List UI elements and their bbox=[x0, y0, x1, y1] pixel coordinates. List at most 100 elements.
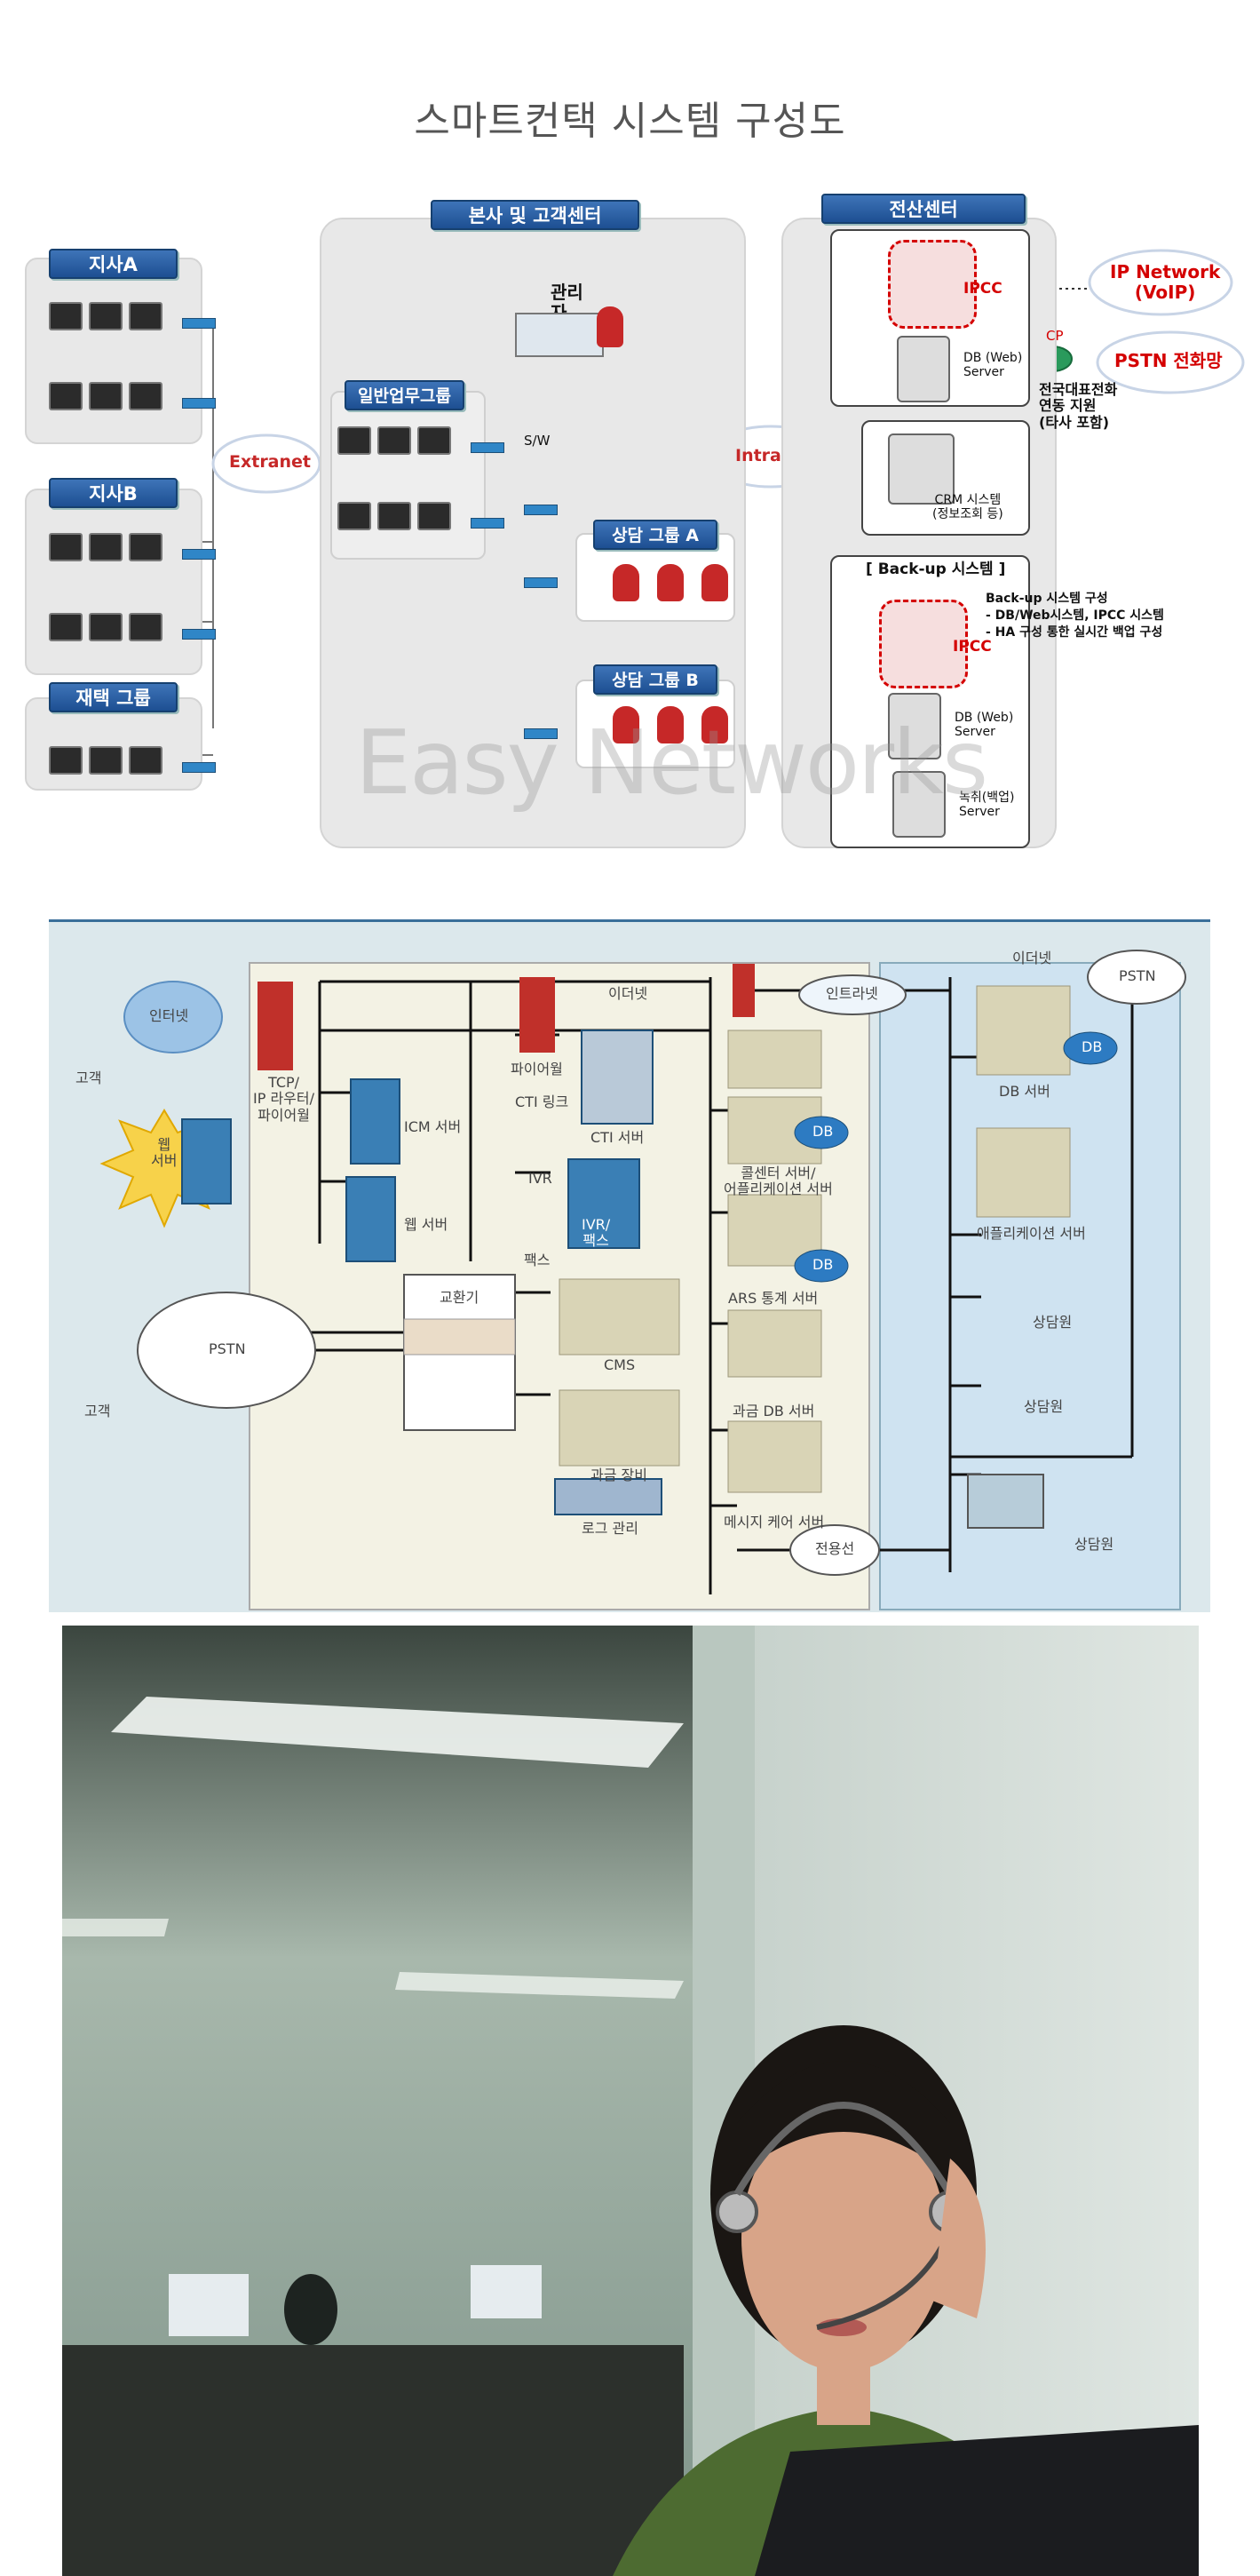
agent-icon bbox=[701, 706, 728, 743]
web-server2-icon bbox=[345, 1176, 396, 1262]
callcenter-server-label: 콜센터 서버/ 어플리케이션 서버 bbox=[724, 1165, 833, 1198]
log-server-icon bbox=[554, 1478, 662, 1515]
db-server-icon bbox=[897, 336, 950, 402]
branch-a-panel bbox=[25, 258, 202, 444]
branch-b-title: 지사B bbox=[49, 478, 178, 508]
workstation-icon bbox=[337, 426, 371, 455]
web-server-label: 웹 서버 bbox=[151, 1136, 178, 1170]
general-group-box bbox=[330, 391, 486, 560]
cti-server-icon bbox=[581, 1030, 654, 1125]
switch-icon bbox=[524, 728, 558, 739]
workstation-icon bbox=[417, 502, 451, 530]
agent-label-2: 상담원 bbox=[1024, 1398, 1064, 1415]
pstn-cloud bbox=[1096, 330, 1245, 394]
icm-server-icon bbox=[350, 1078, 400, 1165]
backup-title: [ Back-up 시스템 ] bbox=[866, 561, 1006, 578]
ethernet-label: 이더넷 bbox=[608, 985, 648, 1002]
agent-icon bbox=[613, 706, 639, 743]
workstation-icon bbox=[129, 533, 162, 561]
agent-icon bbox=[657, 564, 684, 601]
app-server-label: 애플리케이션 서버 bbox=[977, 1225, 1086, 1242]
cti-server-label: CTI 서버 bbox=[590, 1129, 645, 1146]
backup-db-label: DB (Web) Server bbox=[955, 711, 1014, 740]
db-server-label: DB (Web) Server bbox=[963, 351, 1023, 380]
branch-a-title: 지사A bbox=[49, 249, 178, 279]
internet-cloud bbox=[123, 981, 223, 1053]
workstation-icon bbox=[377, 502, 411, 530]
page-title: 스마트컨택 시스템 구성도 bbox=[414, 99, 846, 144]
crm-label: CRM 시스템 (정보조회 등) bbox=[932, 493, 1003, 522]
exchange-label: 교환기 bbox=[440, 1289, 479, 1306]
ars-server-label: ARS 통계 서버 bbox=[728, 1290, 819, 1307]
switch-icon bbox=[182, 629, 216, 640]
extranet-label: Extranet bbox=[229, 452, 312, 472]
pstn-right-label: PSTN bbox=[1119, 967, 1156, 984]
db-label-3: DB bbox=[1082, 1038, 1103, 1055]
workstation-icon bbox=[89, 382, 123, 410]
firewall-icon-left bbox=[258, 982, 293, 1070]
workstation-icon bbox=[89, 302, 123, 330]
switch-icon bbox=[471, 442, 504, 453]
message-server-label: 메시지 케어 서버 bbox=[724, 1514, 825, 1530]
web-server2-label: 웹 서버 bbox=[404, 1216, 448, 1233]
switch-icon bbox=[182, 398, 216, 409]
switch-icon bbox=[524, 577, 558, 588]
db-label-1: DB bbox=[812, 1123, 834, 1140]
tcp-router-label: TCP/ IP 라우터/ 파이어월 bbox=[253, 1074, 315, 1124]
switch-icon bbox=[182, 318, 216, 329]
cp-label: CP bbox=[1046, 328, 1064, 344]
sw-label: S/W bbox=[524, 433, 551, 449]
agent-icon bbox=[613, 564, 639, 601]
cti-link-label: CTI 링크 bbox=[515, 1093, 569, 1110]
customer-bottom-label: 고객 bbox=[84, 1403, 111, 1419]
agent-icon bbox=[657, 706, 684, 743]
backup-ipcc-label: IPCC bbox=[953, 638, 992, 656]
billing-db-label: 과금 DB 서버 bbox=[733, 1403, 815, 1419]
ivr-fax-icon bbox=[567, 1158, 640, 1249]
customer-top-label: 고객 bbox=[75, 1069, 102, 1086]
intranet-cloud-2 bbox=[798, 974, 907, 1015]
branch-b-panel bbox=[25, 489, 202, 675]
db-label-2: DB bbox=[812, 1256, 834, 1273]
datacenter-title: 전산센터 bbox=[821, 194, 1026, 224]
agent-label-3: 상담원 bbox=[1074, 1536, 1114, 1553]
group-a-title: 상담 그룹 A bbox=[593, 520, 717, 550]
ipcc-label: IPCC bbox=[963, 280, 1002, 298]
web-server-icon bbox=[181, 1118, 232, 1205]
watermark: Easy Networks bbox=[355, 711, 988, 815]
ip-network-label: IP Network (VoIP) bbox=[1110, 261, 1221, 303]
home-group-panel bbox=[25, 697, 202, 791]
leased-line-label: 전용선 bbox=[815, 1540, 855, 1557]
workstation-icon bbox=[49, 613, 83, 641]
ip-network-cloud bbox=[1088, 249, 1233, 316]
pstn-network-label: PSTN 전화망 bbox=[1114, 350, 1223, 371]
workstation-icon bbox=[417, 426, 451, 455]
nationwide-label: 전국대표전화 연동 지원 (타사 포함) bbox=[1039, 381, 1118, 431]
pstn-cloud-left bbox=[137, 1292, 316, 1409]
workstation-icon bbox=[337, 502, 371, 530]
fax-label: 팩스 bbox=[524, 1252, 551, 1268]
internet-label: 인터넷 bbox=[149, 1007, 189, 1024]
workstation-icon bbox=[49, 382, 83, 410]
backup-db-server-icon bbox=[888, 693, 941, 759]
workstation-icon bbox=[89, 746, 123, 775]
workstation-icon bbox=[129, 302, 162, 330]
firewall-label: 파이어월 bbox=[511, 1061, 563, 1077]
log-management-label: 로그 관리 bbox=[582, 1520, 638, 1537]
workstation-icon bbox=[129, 746, 162, 775]
recording-label: 녹취(백업) Server bbox=[959, 791, 1015, 820]
operator-photo bbox=[62, 1626, 1199, 2576]
leased-line-cloud bbox=[789, 1524, 880, 1576]
workstation-icon bbox=[49, 746, 83, 775]
group-b-title: 상담 그룹 B bbox=[593, 664, 717, 695]
backup-desc: Back-up 시스템 구성 - DB/Web시스템, IPCC 시스템 - H… bbox=[986, 592, 1164, 640]
workstation-icon bbox=[49, 533, 83, 561]
general-group-title: 일반업무그룹 bbox=[345, 380, 464, 410]
ethernet-right-label: 이더넷 bbox=[1012, 950, 1052, 966]
operator-photo-illustration bbox=[62, 1626, 1199, 2576]
cms-label: CMS bbox=[604, 1356, 636, 1373]
admin-person-icon bbox=[597, 306, 623, 347]
switch-icon bbox=[524, 505, 558, 515]
crm-server-icon bbox=[888, 433, 955, 505]
workstation-icon bbox=[129, 382, 162, 410]
